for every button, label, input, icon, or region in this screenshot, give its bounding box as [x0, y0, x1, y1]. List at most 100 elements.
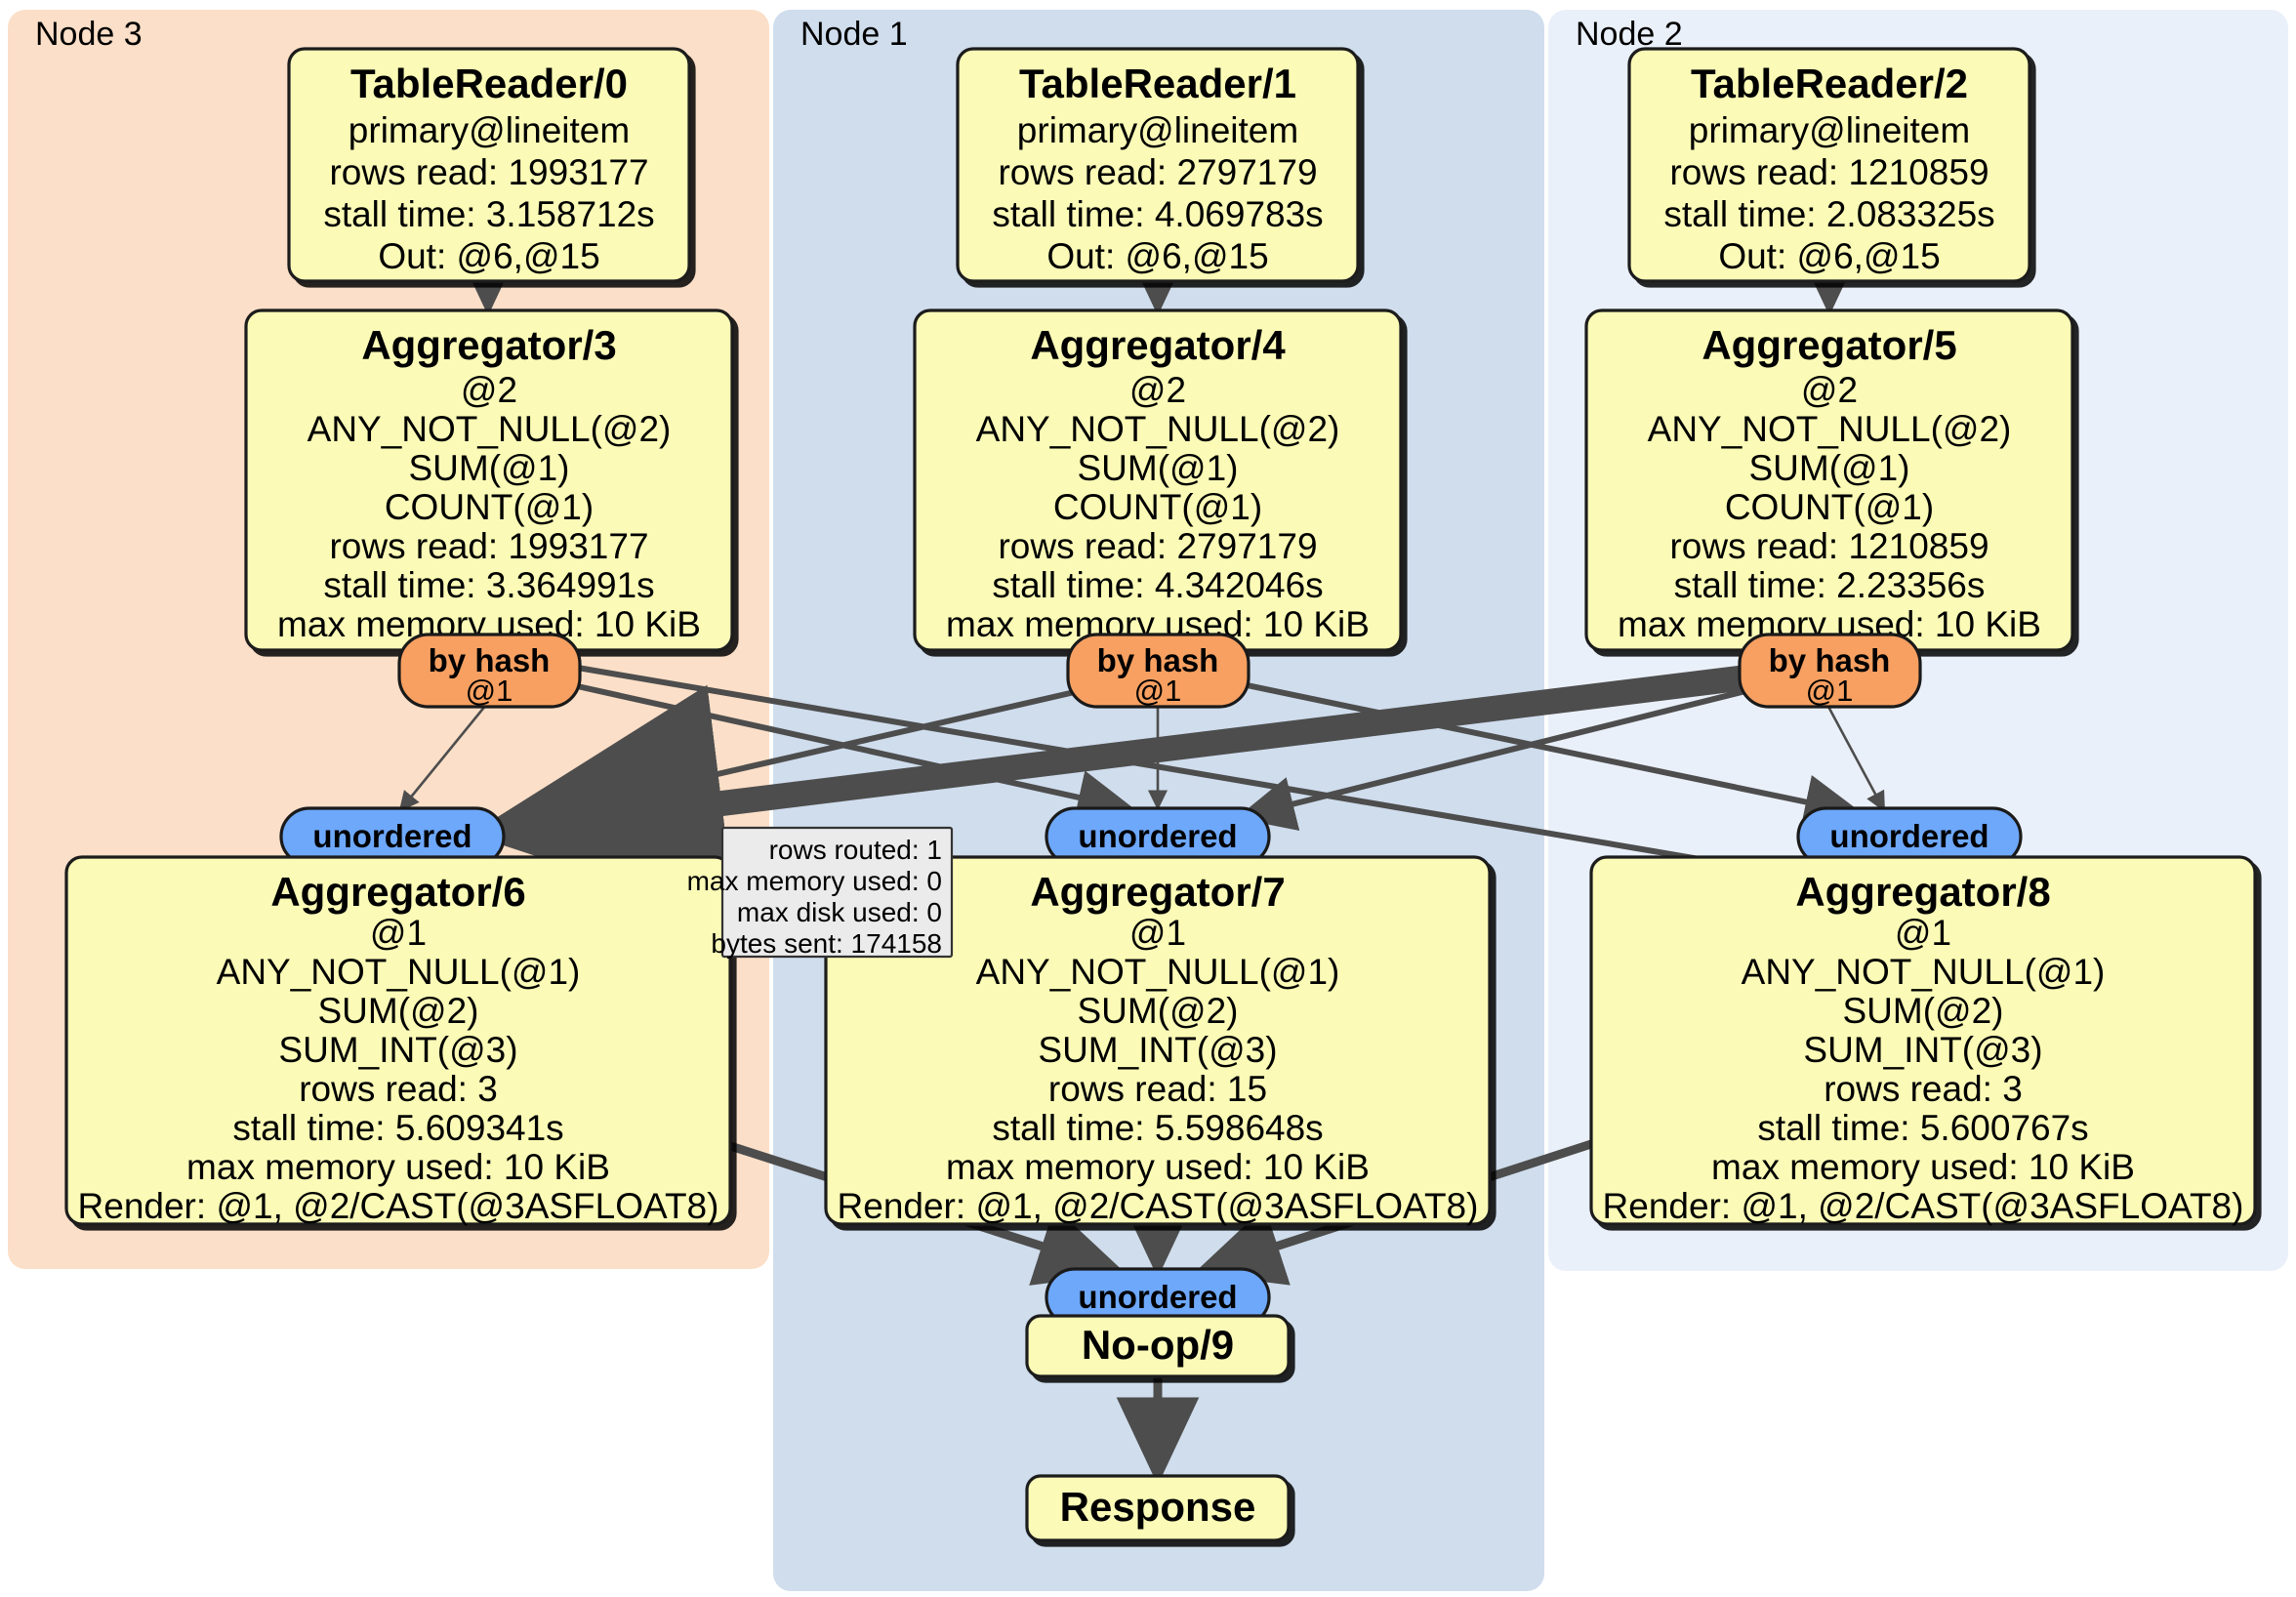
node-tablereader0-line-1: rows read: 1993177 [329, 152, 648, 192]
node-aggregator3[interactable]: Aggregator/3 @2 ANY_NOT_NULL(@2) SUM(@1)… [244, 308, 734, 652]
sync-unordered-final-label: unordered [1078, 1279, 1237, 1315]
node-aggregator8-line-0: @1 [1895, 913, 1951, 953]
router-byhash-left-title: by hash [429, 642, 551, 678]
node-tablereader0-line-2: stall time: 3.158712s [323, 194, 654, 234]
router-byhash-left[interactable]: by hash @1 [397, 633, 582, 709]
sync-unordered-mid[interactable]: unordered [1045, 806, 1271, 867]
node-aggregator3-line-2: SUM(@1) [408, 448, 569, 488]
node-aggregator3-line-5: stall time: 3.364991s [323, 565, 654, 605]
node-tablereader2-line-2: stall time: 2.083325s [1663, 194, 1994, 234]
node-aggregator4-line-1: ANY_NOT_NULL(@2) [976, 409, 1340, 449]
node-aggregator7-line-0: @1 [1129, 913, 1186, 953]
router-byhash-mid-sub: @1 [1134, 674, 1182, 708]
node-tablereader1-line-1: rows read: 2797179 [998, 152, 1317, 192]
node-aggregator4-line-0: @2 [1129, 370, 1186, 410]
node-aggregator8-line-2: SUM(@2) [1842, 991, 2003, 1031]
sync-unordered-final[interactable]: unordered [1045, 1267, 1271, 1328]
cluster-node2-label: Node 2 [1576, 16, 1683, 53]
node-tablereader0-title: TableReader/0 [350, 61, 628, 106]
node-tablereader1-line-2: stall time: 4.069783s [992, 194, 1323, 234]
node-aggregator4-line-5: stall time: 4.342046s [992, 565, 1323, 605]
edge-byhash-right-unordered-left [470, 661, 1781, 922]
node-aggregator8-line-6: max memory used: 10 KiB [1711, 1147, 2135, 1187]
node-aggregator4-line-2: SUM(@1) [1077, 448, 1238, 488]
node-aggregator6-title: Aggregator/6 [270, 869, 525, 915]
router-byhash-mid[interactable]: by hash @1 [1066, 633, 1250, 709]
edge-byhash-right-unordered-mid [1236, 685, 1758, 832]
node-tablereader2[interactable]: TableReader/2 primary@lineitem rows read… [1627, 47, 2031, 283]
node-noop9[interactable]: No-op/9 [1025, 1314, 1291, 1378]
node-aggregator8[interactable]: Aggregator/8 @1 ANY_NOT_NULL(@1) SUM(@2)… [1589, 855, 2257, 1226]
node-aggregator6-line-5: stall time: 5.609341s [232, 1108, 563, 1148]
node-noop9-title: No-op/9 [1082, 1322, 1234, 1368]
node-aggregator8-line-7: Render: @1, @2/CAST(@3ASFLOAT8) [1603, 1186, 2244, 1226]
router-byhash-right-sub: @1 [1806, 674, 1854, 708]
node-tablereader0[interactable]: TableReader/0 primary@lineitem rows read… [287, 47, 691, 283]
node-aggregator3-line-1: ANY_NOT_NULL(@2) [308, 409, 672, 449]
node-aggregator7-line-1: ANY_NOT_NULL(@1) [976, 952, 1340, 992]
sync-unordered-mid-label: unordered [1078, 818, 1237, 854]
cluster-node3-label: Node 3 [35, 16, 143, 53]
node-tablereader0-line-3: Out: @6,@15 [378, 236, 599, 276]
node-tablereader1[interactable]: TableReader/1 primary@lineitem rows read… [956, 47, 1360, 283]
cluster-node1-label: Node 1 [800, 16, 908, 53]
node-aggregator5-line-4: rows read: 1210859 [1669, 526, 1988, 566]
node-aggregator5-line-1: ANY_NOT_NULL(@2) [1648, 409, 2012, 449]
node-tablereader2-title: TableReader/2 [1691, 61, 1968, 106]
sync-unordered-right-label: unordered [1829, 818, 1988, 854]
node-aggregator7-line-4: rows read: 15 [1048, 1069, 1267, 1109]
router-byhash-mid-title: by hash [1097, 642, 1219, 678]
node-aggregator6-line-4: rows read: 3 [299, 1069, 498, 1109]
node-aggregator6[interactable]: Aggregator/6 @1 ANY_NOT_NULL(@1) SUM(@2)… [64, 855, 732, 1226]
edge-byhash-left-unordered-right [565, 663, 1868, 906]
node-aggregator6-line-2: SUM(@2) [317, 991, 478, 1031]
node-aggregator8-line-5: stall time: 5.600767s [1757, 1108, 2088, 1148]
node-tablereader1-title: TableReader/1 [1019, 61, 1296, 106]
router-byhash-right-title: by hash [1769, 642, 1891, 678]
node-aggregator7-line-3: SUM_INT(@3) [1038, 1030, 1277, 1070]
node-aggregator4-title: Aggregator/4 [1030, 322, 1286, 368]
node-aggregator4-line-4: rows read: 2797179 [998, 526, 1317, 566]
node-tablereader2-line-0: primary@lineitem [1689, 110, 1970, 150]
node-aggregator7-line-7: Render: @1, @2/CAST(@3ASFLOAT8) [838, 1186, 1479, 1226]
edge-byhash-right-unordered-right [1825, 704, 1886, 812]
node-aggregator4[interactable]: Aggregator/4 @2 ANY_NOT_NULL(@2) SUM(@1)… [913, 308, 1403, 652]
node-tablereader1-line-3: Out: @6,@15 [1046, 236, 1268, 276]
node-aggregator6-line-1: ANY_NOT_NULL(@1) [217, 952, 581, 992]
node-aggregator7[interactable]: Aggregator/7 @1 ANY_NOT_NULL(@1) SUM(@2)… [824, 855, 1492, 1226]
edge-byhash-mid-unordered-right [1237, 680, 1864, 830]
node-response-title: Response [1060, 1484, 1256, 1530]
node-aggregator4-line-3: COUNT(@1) [1053, 487, 1262, 527]
node-aggregator6-line-3: SUM_INT(@3) [278, 1030, 517, 1070]
node-aggregator5-line-5: stall time: 2.23356s [1674, 565, 1986, 605]
node-aggregator5-line-0: @2 [1801, 370, 1858, 410]
node-aggregator7-line-6: max memory used: 10 KiB [946, 1147, 1370, 1187]
node-aggregator8-title: Aggregator/8 [1795, 869, 2050, 915]
sync-unordered-right[interactable]: unordered [1796, 806, 2023, 867]
router-byhash-right[interactable]: by hash @1 [1738, 633, 1922, 709]
node-aggregator3-title: Aggregator/3 [361, 322, 616, 368]
node-aggregator3-line-3: COUNT(@1) [385, 487, 594, 527]
node-aggregator3-line-0: @2 [461, 370, 517, 410]
node-response[interactable]: Response [1025, 1474, 1291, 1542]
node-tablereader2-line-1: rows read: 1210859 [1669, 152, 1988, 192]
stream-stats-line-2: max disk used: 0 [737, 897, 942, 927]
node-tablereader1-line-0: primary@lineitem [1017, 110, 1298, 150]
node-aggregator6-line-7: Render: @1, @2/CAST(@3ASFLOAT8) [78, 1186, 719, 1226]
stream-stats-line-0: rows routed: 1 [769, 835, 942, 865]
node-aggregator7-line-2: SUM(@2) [1077, 991, 1238, 1031]
stream-stats-line-1: max memory used: 0 [687, 866, 942, 896]
node-aggregator5-title: Aggregator/5 [1702, 322, 1956, 368]
node-aggregator5[interactable]: Aggregator/5 @2 ANY_NOT_NULL(@2) SUM(@1)… [1584, 308, 2074, 652]
node-aggregator8-line-3: SUM_INT(@3) [1803, 1030, 2042, 1070]
sync-unordered-left[interactable]: unordered [279, 806, 506, 867]
node-aggregator6-line-6: max memory used: 10 KiB [186, 1147, 610, 1187]
sync-unordered-left-label: unordered [312, 818, 472, 854]
stream-stats-line-3: bytes sent: 174158 [711, 928, 942, 959]
router-byhash-left-sub: @1 [466, 674, 513, 708]
node-aggregator5-line-2: SUM(@1) [1748, 448, 1909, 488]
stream-stats-box: rows routed: 1 max memory used: 0 max di… [687, 826, 954, 959]
node-aggregator5-line-3: COUNT(@1) [1725, 487, 1934, 527]
